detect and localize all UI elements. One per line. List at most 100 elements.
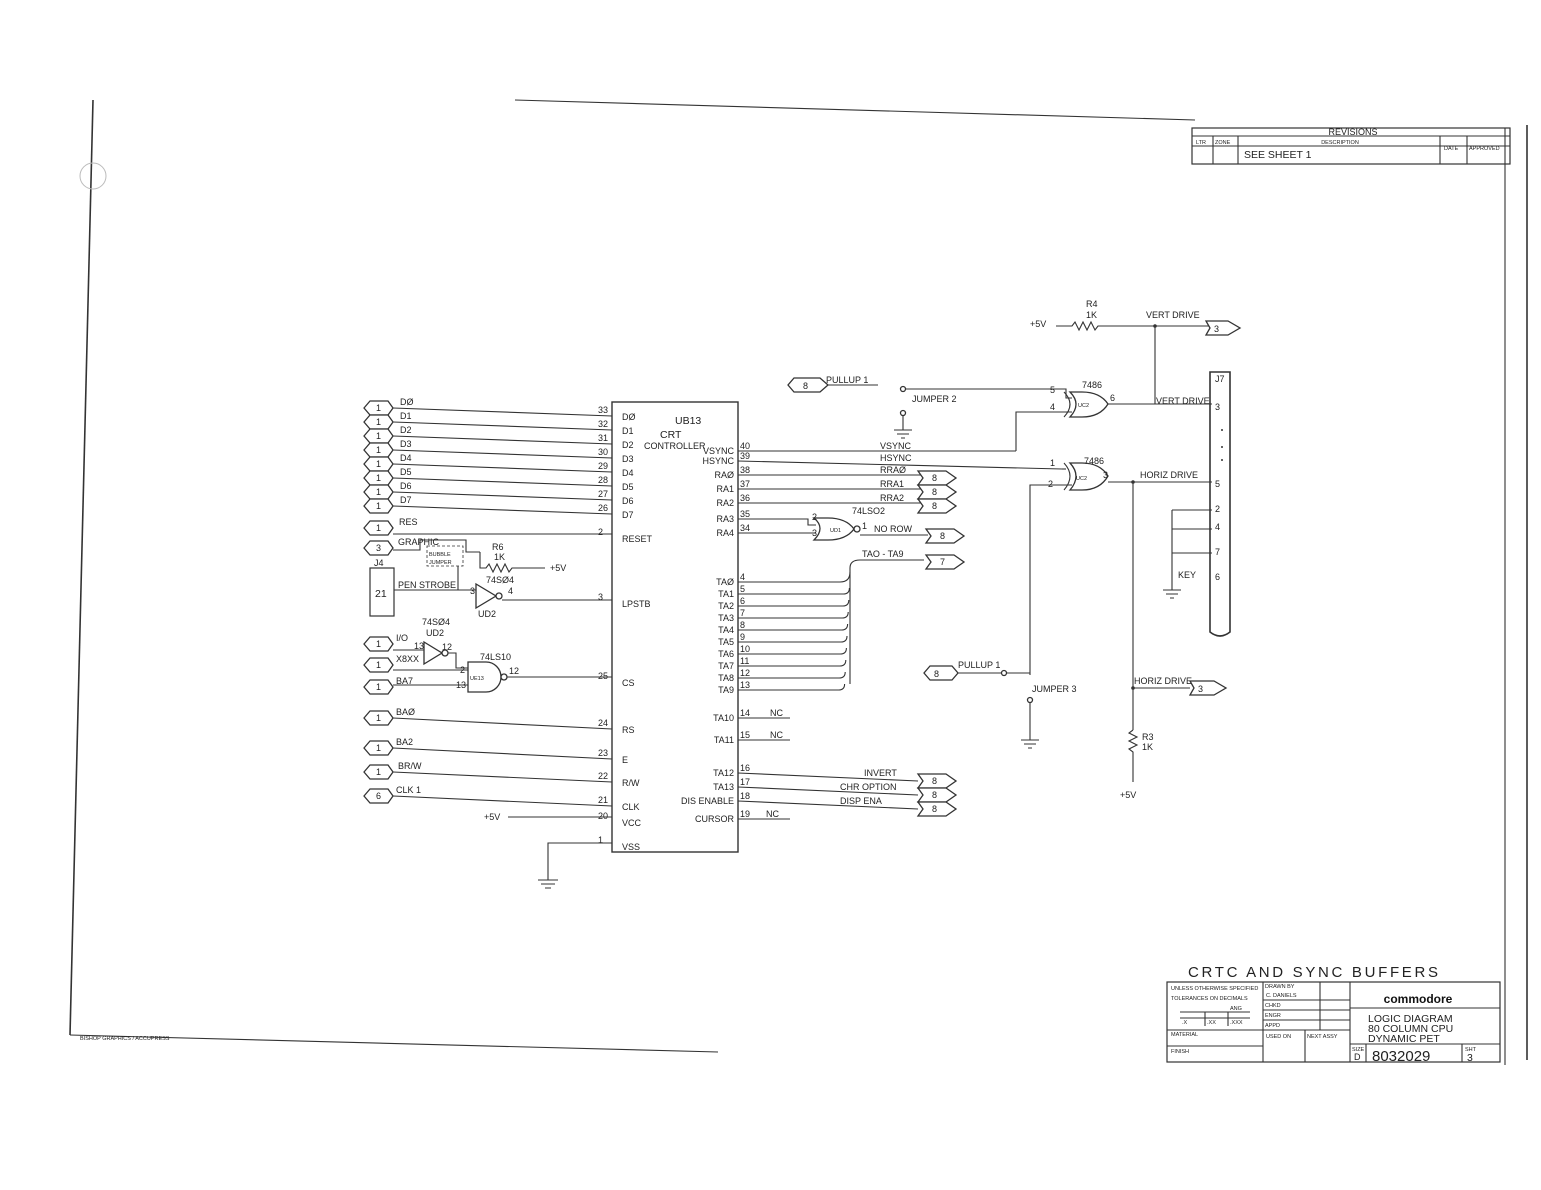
j7-connector-body [1209,371,1231,637]
input-wire [392,477,613,487]
ic-left-pin-number: 22 [598,771,608,781]
ic-left-pin-name: D5 [622,482,634,492]
tb-used-on-label: USED ON [1266,1034,1291,1040]
ic-left-pin-number: 32 [598,419,608,429]
input-wire [392,407,613,417]
input-signal-label: D6 [400,481,412,491]
ic-left-pin-name: VSS [622,842,640,852]
ic-right-pin-number: 16 [740,763,750,773]
ud2b-part-label: 74SØ4 [422,617,450,627]
ic-right-pin-number: 13 [740,680,750,690]
uc2b-part-label: 7486 [1084,456,1104,466]
ta-bus-label: TAO - TA9 [862,549,904,559]
nc-label-cursor: NC [766,809,779,819]
key-label: KEY [1178,570,1196,580]
ud2a-buffer-symbol [475,582,498,610]
output-connector-sheet: 8 [932,790,937,800]
ud1-in-b-pin: 3 [812,528,817,538]
ic-left-pin-name: VCC [622,818,642,828]
horiz-drive-out-label: HORIZ DRIVE [1134,676,1192,686]
input-signal-label: D5 [400,467,412,477]
ground-symbol [538,879,558,889]
input-connector: 1D3 [363,439,613,459]
ic-right-pin-name: TA13 [713,782,734,792]
ic-type-label-2: CONTROLLER [644,441,706,451]
input-wire [392,717,613,730]
ud2b-inverter-symbol [423,640,444,666]
input-signal-label: D1 [400,411,412,421]
ic-right-pin-number: 12 [740,668,750,678]
ic-left-pin-number: 27 [598,489,608,499]
ic-right-pin-number: 17 [740,777,750,787]
ic-right-pin-name: TAØ [716,577,734,587]
ud1-ref-label: UD1 [830,528,841,534]
ic-right-pin-number: 4 [740,572,745,582]
ic-left-pin-name: RESET [622,534,653,544]
input-connector: 1 X8XX [363,654,419,673]
ud2b-ref-label: UD2 [426,628,444,638]
input-connector-sheet: 1 [376,682,381,692]
ue13-ref-label: UE13 [470,676,484,682]
ic-right-pin-name: CURSOR [695,814,735,824]
ic-right-pin-name: DIS ENABLE [681,796,734,806]
vss-ground-wire [547,842,612,880]
r3-vcc-label: +5V [1120,790,1136,800]
uc2b-in-b-pin: 2 [1048,479,1053,489]
ue13-in-b-pin: 2 [460,665,465,675]
input-signal-label: I/O [396,633,408,643]
right-side-outputs: VSYNC HSYNC RRAØ RRA1 RRA2 UD1 74LSO2 2 … [737,441,1063,820]
j7-pin-5: 5 [1215,479,1220,489]
j7-pin-2: 2 [1215,504,1220,514]
bubble-jumper-label-1: BUBBLE [429,552,451,558]
ic-right-pin-number: 11 [740,656,749,666]
ic-right-pin-number: 9 [740,632,745,642]
uc2b-ref-label: UC2 [1076,476,1087,482]
input-wire [392,747,613,760]
r6-value-label: 1K [494,552,505,562]
ic-right-pin-name: TA8 [718,673,734,683]
input-signal-label: BAØ [396,707,415,717]
offpage-connector-shape [916,498,958,514]
ic-right-pin-number: 15 [740,730,750,740]
j7-pin-7: 7 [1215,547,1220,557]
revisions-row-description: SEE SHEET 1 [1244,149,1312,161]
title-block: CRTC AND SYNC BUFFERS UNLESS OTHERWISE S… [1166,964,1501,1065]
ud2a-ref-label: UD2 [478,609,496,619]
output-connector: 8 [924,528,966,544]
output-connector-sheet: 8 [932,804,937,814]
ud1-nor-symbol [812,517,855,541]
pullup-bottom-label: PULLUP 1 [958,660,1000,670]
pullup-sheet-label: 8 [803,381,808,391]
j7-ref-label: J7 [1215,374,1225,384]
input-signal-label: X8XX [396,654,419,664]
pullup-offpage-connector [787,377,829,393]
jumper2-label: JUMPER 2 [912,394,957,404]
input-connector-sheet: 1 [376,403,381,413]
tb-tol-x: .X [1182,1020,1188,1026]
revisions-col-description: DESCRIPTION [1321,140,1359,146]
ic-right-pin-number: 7 [740,608,745,618]
chr-option-label: CHR OPTION [840,782,897,792]
input-connector: 1D1 [363,411,613,431]
tb-sheet-label: SHT [1465,1047,1477,1053]
j4-ref-label: J4 [374,558,384,568]
input-connector-sheet: 1 [376,660,381,670]
offpage-connector-shape [924,528,966,544]
ic-left-pin-number: 25 [598,671,608,681]
input-connector: 1D5 [363,467,613,487]
ic-right-pin-name: RA1 [716,484,734,494]
revisions-col-date: DATE [1444,146,1459,152]
ta-bus-wire [738,611,849,619]
output-connector: 8 [916,773,958,789]
ic-right-pin-number: 14 [740,708,750,718]
no-row-label: NO ROW [874,524,913,534]
input-connector-sheet: 1 [376,639,381,649]
ud2a-out-pin: 4 [508,586,513,596]
rra0-label: RRAØ [880,465,906,475]
output-connector: 7 [924,554,966,570]
ic-left-pin-number: 3 [598,592,603,602]
output-connector-sheet: 8 [940,531,945,541]
